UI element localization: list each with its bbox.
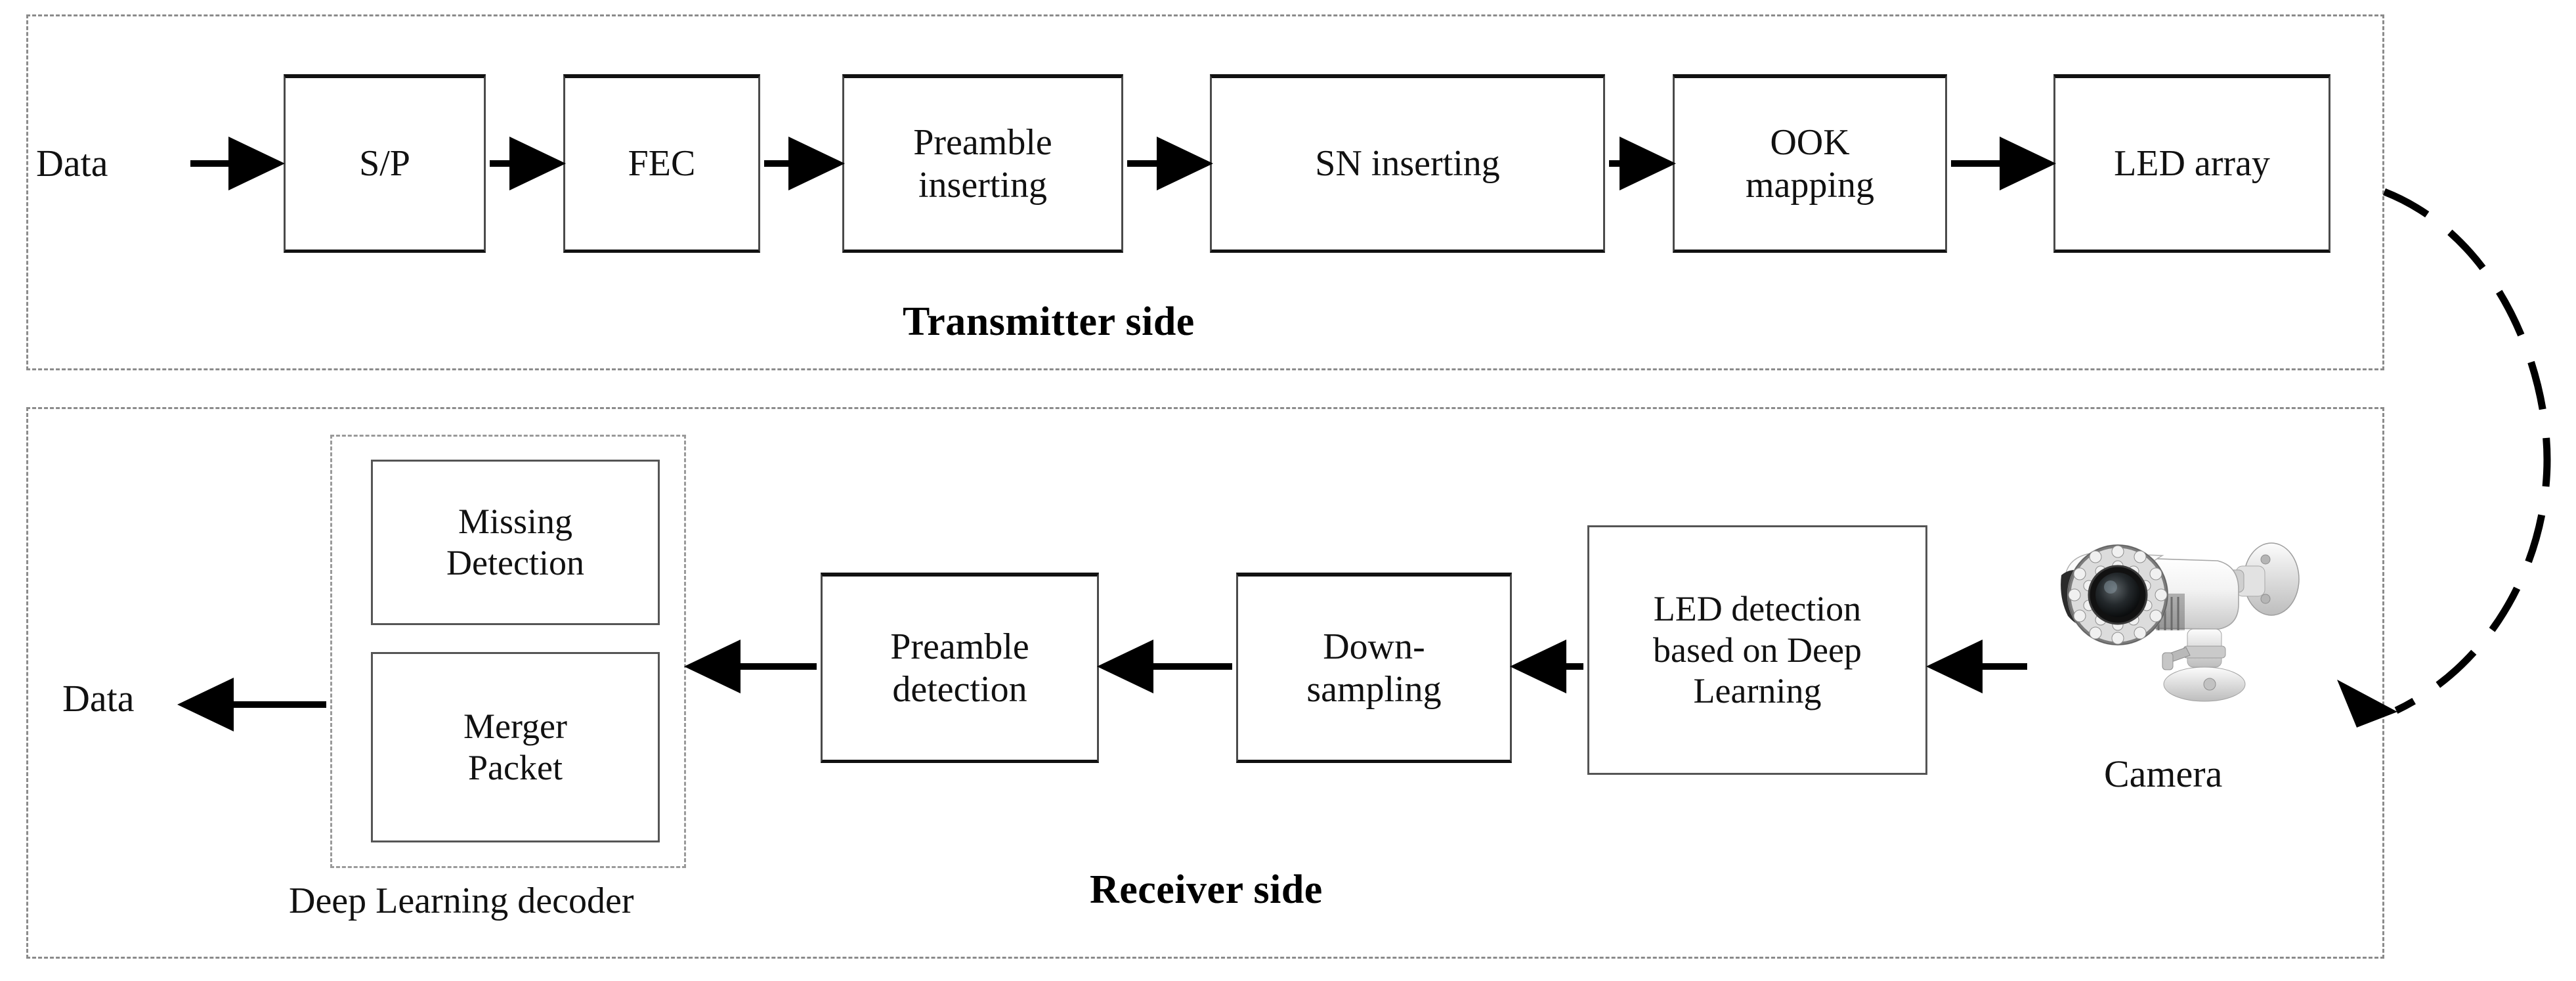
- block-preamble-detection[interactable]: Preamble detection: [821, 573, 1099, 763]
- block-down-sampling[interactable]: Down- sampling: [1236, 573, 1512, 763]
- block-ook-mapping[interactable]: OOK mapping: [1673, 74, 1947, 253]
- block-merger-packet-label: Merger Packet: [463, 707, 567, 787]
- block-sp[interactable]: S/P: [284, 74, 486, 253]
- block-sn-inserting[interactable]: SN inserting: [1210, 74, 1605, 253]
- block-merger-packet[interactable]: Merger Packet: [371, 652, 660, 842]
- transmitter-side-label: Transmitter side: [903, 299, 1195, 344]
- block-led-array[interactable]: LED array: [2053, 74, 2330, 253]
- block-down-sampling-label: Down- sampling: [1306, 626, 1442, 710]
- cctv-bullet-camera-icon: [2061, 542, 2300, 702]
- data-input-label: Data: [36, 142, 108, 185]
- block-preamble-detection-label: Preamble detection: [890, 626, 1029, 710]
- block-sp-label: S/P: [359, 143, 410, 185]
- camera-caption: Camera: [2104, 752, 2223, 795]
- block-sn-inserting-label: SN inserting: [1315, 143, 1500, 185]
- block-fec[interactable]: FEC: [563, 74, 760, 253]
- camera-image: [2027, 506, 2309, 729]
- block-led-detection-deep-learning-label: LED detection based on Deep Learning: [1653, 589, 1862, 711]
- block-ook-mapping-label: OOK mapping: [1746, 121, 1874, 206]
- block-missing-detection-label: Missing Detection: [446, 502, 584, 582]
- block-preamble-inserting-label: Preamble inserting: [913, 121, 1052, 206]
- receiver-side-label: Receiver side: [1090, 867, 1323, 912]
- block-led-array-label: LED array: [2114, 143, 2270, 185]
- block-led-detection-deep-learning[interactable]: LED detection based on Deep Learning: [1587, 525, 1927, 775]
- data-output-label: Data: [62, 677, 135, 720]
- deep-learning-decoder-caption: Deep Learning decoder: [289, 881, 634, 921]
- block-fec-label: FEC: [628, 143, 696, 185]
- block-missing-detection[interactable]: Missing Detection: [371, 460, 660, 625]
- block-preamble-inserting[interactable]: Preamble inserting: [842, 74, 1123, 253]
